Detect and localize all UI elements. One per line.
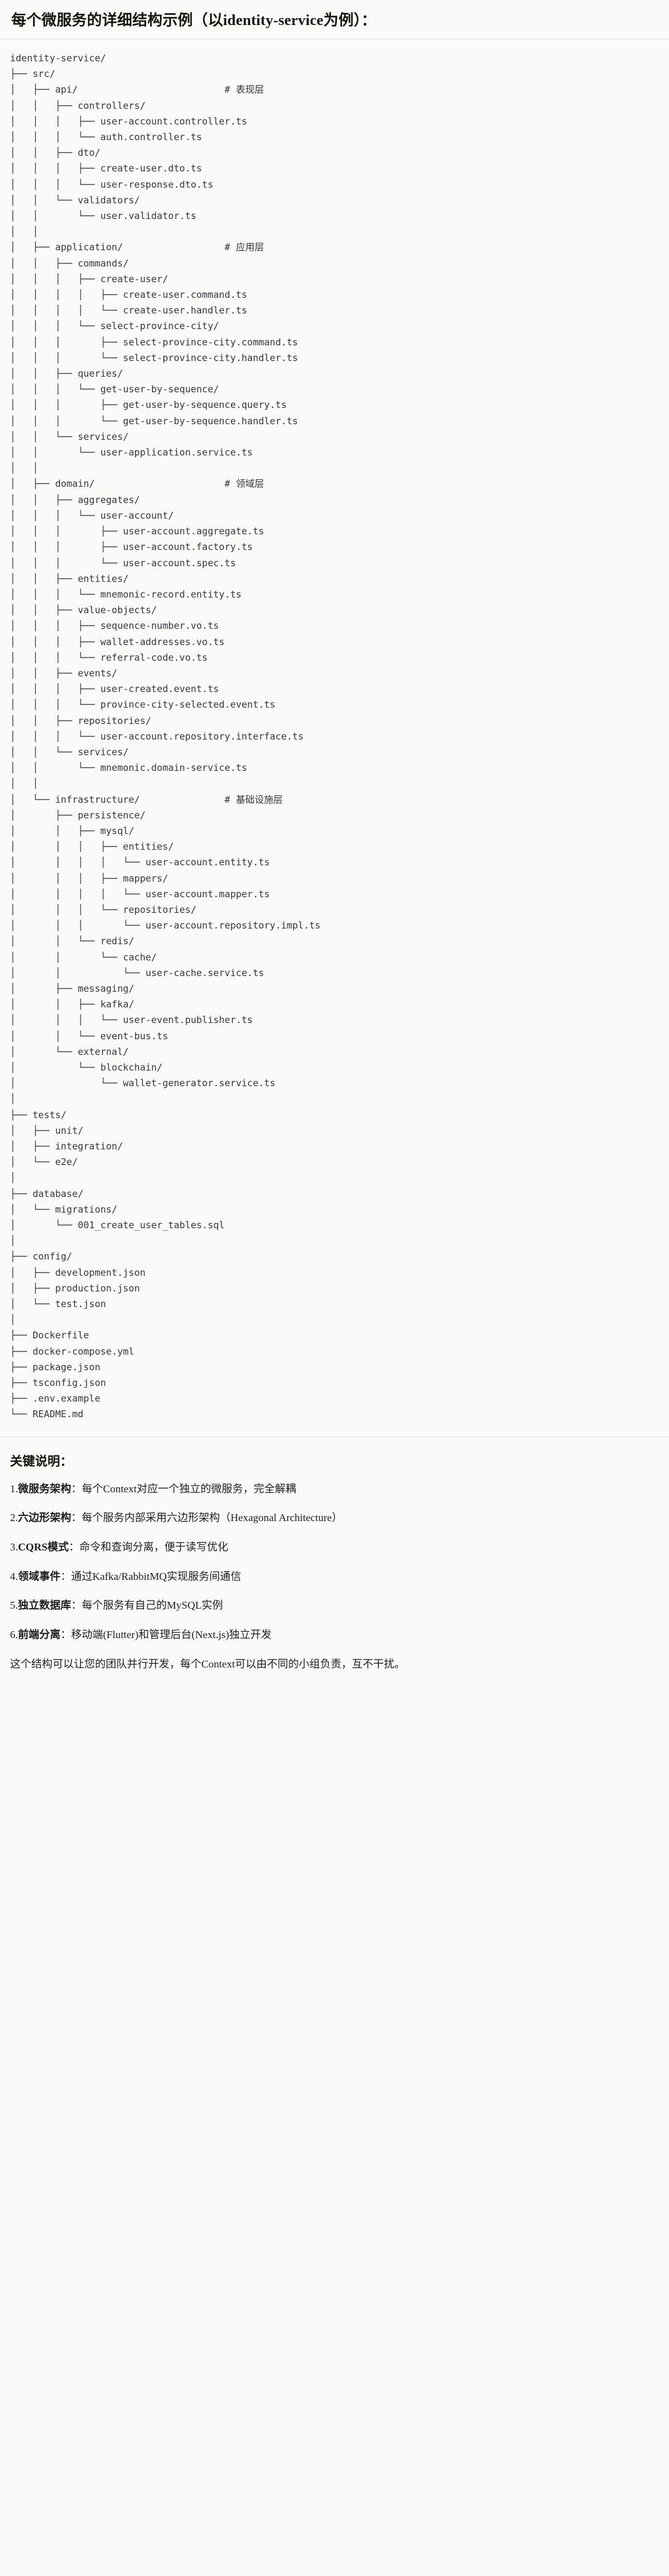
key-note-number: 3.: [10, 1540, 18, 1553]
key-note-separator: ：: [71, 1482, 82, 1495]
directory-tree: identity-service/ ├── src/ │ ├── api/ # …: [10, 53, 321, 1420]
key-note-term: CQRS模式: [18, 1540, 69, 1553]
key-note-description: 命令和查询分离，便于读写优化: [79, 1540, 228, 1553]
key-note-item: 1.微服务架构：每个Context对应一个独立的微服务，完全解耦: [10, 1482, 659, 1497]
key-note-number: 6.: [10, 1628, 18, 1641]
key-note-separator: ：: [68, 1540, 79, 1553]
key-note-item: 2.六边形架构：每个服务内部采用六边形架构（Hexagonal Architec…: [10, 1510, 659, 1526]
key-note-term: 六边形架构: [18, 1512, 71, 1524]
key-note-separator: ：: [71, 1512, 82, 1524]
key-note-number: 5.: [10, 1599, 18, 1612]
document-header: 每个微服务的详细结构示例（以identity-service为例）：: [0, 0, 669, 39]
key-note-number: 4.: [10, 1570, 18, 1582]
key-note-description: 每个Context对应一个独立的微服务，完全解耦: [81, 1482, 296, 1495]
key-note-item: 3.CQRS模式：命令和查询分离，便于读写优化: [10, 1540, 659, 1555]
key-note-item: 4.领域事件：通过Kafka/RabbitMQ实现服务间通信: [10, 1569, 659, 1585]
key-note-separator: ：: [60, 1628, 71, 1641]
key-note-term: 领域事件: [18, 1570, 61, 1582]
page-title: 每个微服务的详细结构示例（以identity-service为例）：: [11, 13, 377, 29]
key-note-number: 1.: [10, 1482, 18, 1495]
key-note-term: 前端分离: [18, 1628, 61, 1641]
key-note-description: 每个服务有自己的MySQL实例: [81, 1599, 223, 1612]
directory-tree-block: identity-service/ ├── src/ │ ├── api/ # …: [0, 39, 669, 1437]
closing-paragraph: 这个结构可以让您的团队并行开发，每个Context可以由不同的小组负责，互不干扰…: [10, 1657, 405, 1670]
key-note-item: 5.独立数据库：每个服务有自己的MySQL实例: [10, 1598, 659, 1614]
key-note-separator: ：: [71, 1599, 82, 1612]
key-notes-title: 关键说明：: [10, 1454, 73, 1469]
key-note-item: 6.前端分离：移动端(Flutter)和管理后台(Next.js)独立开发: [10, 1627, 659, 1643]
key-note-description: 每个服务内部采用六边形架构（Hexagonal Architecture）: [81, 1512, 343, 1524]
document-page: 每个微服务的详细结构示例（以identity-service为例）： ident…: [0, 0, 669, 1685]
key-note-separator: ：: [60, 1570, 71, 1582]
key-note-description: 移动端(Flutter)和管理后台(Next.js)独立开发: [71, 1628, 272, 1641]
key-note-term: 独立数据库: [18, 1599, 71, 1612]
key-note-number: 2.: [10, 1512, 18, 1524]
key-note-description: 通过Kafka/RabbitMQ实现服务间通信: [71, 1570, 241, 1582]
key-note-term: 微服务架构: [18, 1482, 71, 1495]
